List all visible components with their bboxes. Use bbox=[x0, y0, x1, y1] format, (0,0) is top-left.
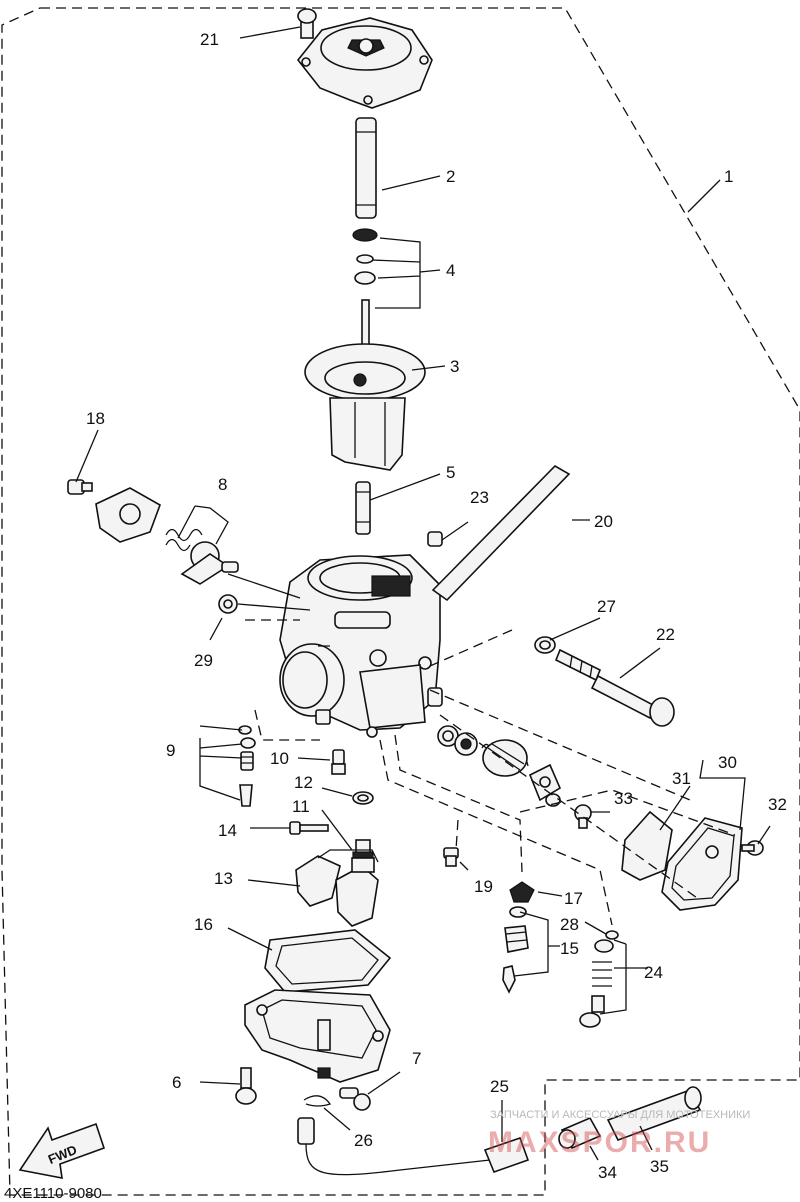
watermark-text: ЗАПЧАСТИ И АКСЕССУАРЫ ДЛЯ МОТОТЕХНИКИ bbox=[490, 1109, 750, 1121]
float-chamber bbox=[244, 989, 391, 1083]
part-label-15: 15 bbox=[560, 939, 579, 958]
fwd-arrow-icon: FWD bbox=[18, 1122, 106, 1179]
part-number-labels: 21 2 1 4 3 18 5 8 23 20 27 22 29 9 10 30… bbox=[86, 30, 787, 1182]
fitting-34 bbox=[558, 1116, 602, 1150]
gasket bbox=[621, 810, 673, 881]
screw-19 bbox=[443, 847, 459, 867]
starter-jet bbox=[331, 749, 346, 775]
part-label-34: 34 bbox=[598, 1163, 617, 1182]
screw bbox=[297, 8, 317, 39]
jet-needle-set bbox=[352, 228, 378, 361]
assembly-boundary bbox=[1, 7, 800, 1196]
drain-hose bbox=[297, 1117, 530, 1176]
part-label-32: 32 bbox=[768, 795, 787, 814]
part-label-33: 33 bbox=[614, 789, 633, 808]
main-jet bbox=[355, 481, 371, 535]
part-label-27: 27 bbox=[597, 597, 616, 616]
part-label-12: 12 bbox=[294, 773, 313, 792]
plug-17 bbox=[509, 881, 535, 903]
part-label-7: 7 bbox=[412, 1049, 421, 1068]
drain-bolt bbox=[339, 1087, 371, 1111]
plunger-spring bbox=[481, 739, 529, 777]
part-label-9: 9 bbox=[166, 741, 175, 760]
seal bbox=[454, 732, 478, 756]
watermark: ЗАПЧАСТИ И АКСЕССУАРЫ ДЛЯ МОТОТЕХНИКИ MA… bbox=[488, 1109, 750, 1159]
tube-35 bbox=[606, 1086, 702, 1141]
plate bbox=[528, 763, 562, 802]
accelerator-pump-cover bbox=[95, 487, 161, 543]
pilot-jet-set bbox=[238, 725, 256, 807]
nut bbox=[218, 594, 238, 614]
clip bbox=[303, 1095, 332, 1107]
part-label-5: 5 bbox=[446, 463, 455, 482]
assembly-lines bbox=[245, 619, 736, 926]
part-label-35: 35 bbox=[650, 1157, 669, 1176]
part-label-11: 11 bbox=[292, 797, 310, 816]
piston-valve bbox=[304, 343, 426, 471]
part-label-26: 26 bbox=[354, 1131, 373, 1150]
part-label-6: 6 bbox=[172, 1073, 181, 1092]
vent-tube bbox=[431, 464, 571, 602]
part-label-10: 10 bbox=[270, 749, 289, 768]
part-label-21: 21 bbox=[200, 30, 219, 49]
part-label-19: 19 bbox=[474, 877, 493, 896]
needle-holder bbox=[355, 117, 377, 219]
part-label-13: 13 bbox=[214, 869, 233, 888]
part-label-8: 8 bbox=[218, 475, 227, 494]
washer-28 bbox=[594, 930, 619, 953]
carburetor-top-cover bbox=[296, 17, 433, 109]
spring bbox=[165, 528, 203, 552]
leader-lines bbox=[75, 26, 771, 1161]
float bbox=[295, 849, 379, 927]
part-label-30: 30 bbox=[718, 753, 737, 772]
part-label-29: 29 bbox=[194, 651, 213, 670]
watermark-logo: MAXSPOR.RU bbox=[488, 1126, 711, 1159]
part-label-17: 17 bbox=[564, 889, 583, 908]
part-label-31: 31 bbox=[672, 769, 691, 788]
o-ring-12 bbox=[352, 791, 374, 805]
side-cover bbox=[661, 817, 743, 911]
bowl-screw bbox=[235, 1067, 257, 1105]
o-ring bbox=[534, 636, 556, 654]
throttle-stop-screw bbox=[579, 961, 612, 1028]
drawing-code: 4XE1110-9080 bbox=[4, 1185, 102, 1202]
part-label-2: 2 bbox=[446, 167, 455, 186]
screw-33 bbox=[574, 804, 592, 829]
part-label-22: 22 bbox=[656, 625, 675, 644]
part-label-14: 14 bbox=[218, 821, 237, 840]
part-label-18: 18 bbox=[86, 409, 105, 428]
carburetor-body bbox=[279, 554, 443, 738]
part-label-4: 4 bbox=[446, 261, 455, 280]
part-label-23: 23 bbox=[470, 488, 489, 507]
part-label-20: 20 bbox=[594, 512, 613, 531]
part-label-3: 3 bbox=[450, 357, 459, 376]
diaphragm-assembly bbox=[180, 541, 239, 585]
plug bbox=[427, 531, 443, 547]
pilot-screw bbox=[554, 648, 675, 727]
float-pin bbox=[289, 821, 329, 835]
drain-screw bbox=[352, 839, 374, 859]
part-label-24: 24 bbox=[644, 963, 663, 982]
cover-screw-32 bbox=[741, 840, 764, 856]
float-chamber-gasket bbox=[264, 929, 392, 993]
part-label-28: 28 bbox=[560, 915, 579, 934]
needle-valve bbox=[502, 906, 529, 994]
part-label-16: 16 bbox=[194, 915, 213, 934]
cover-screw bbox=[67, 479, 93, 495]
part-label-1: 1 bbox=[724, 167, 733, 186]
part-label-25: 25 bbox=[490, 1077, 509, 1096]
